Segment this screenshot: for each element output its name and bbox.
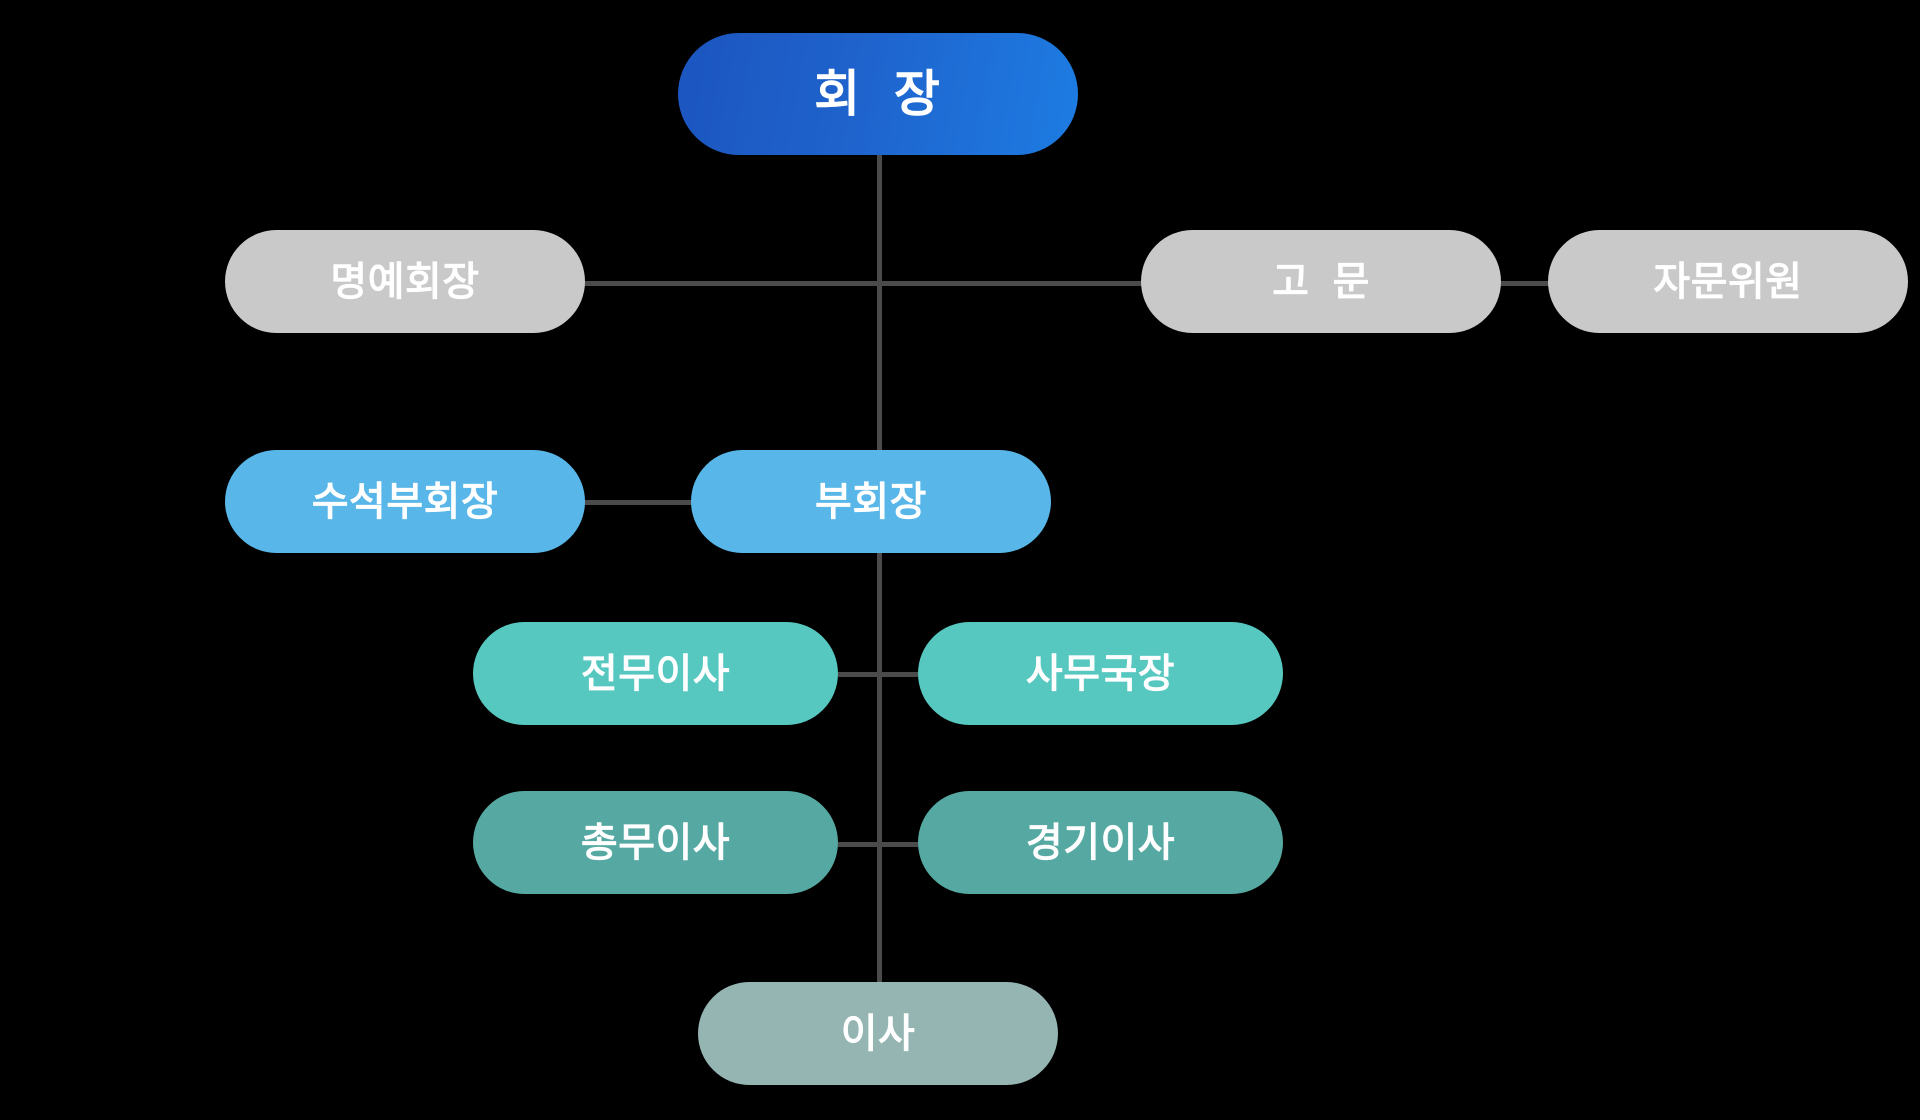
node-director[interactable]: 이사: [698, 982, 1058, 1085]
connector-level2-horizontal: [583, 281, 1143, 286]
connector-general-affairs-to-competition: [838, 842, 918, 847]
connector-chairman-to-vice-chairman: [877, 152, 882, 452]
node-vice-chairman[interactable]: 부회장: [691, 450, 1051, 553]
connector-advisor-to-advisory-committee: [1500, 281, 1550, 286]
connector-senior-vice-to-vice-chairman: [583, 500, 693, 505]
node-general-affairs-director[interactable]: 총무이사: [473, 791, 838, 894]
connector-vice-chairman-to-director: [877, 553, 882, 985]
node-advisory-committee[interactable]: 자문위원: [1548, 230, 1908, 333]
node-secretary-general[interactable]: 사무국장: [918, 622, 1283, 725]
node-executive-director[interactable]: 전무이사: [473, 622, 838, 725]
node-senior-vice-chairman[interactable]: 수석부회장: [225, 450, 585, 553]
connector-executive-to-secretary-general: [838, 672, 918, 677]
node-competition-director[interactable]: 경기이사: [918, 791, 1283, 894]
node-honorary-chairman[interactable]: 명예회장: [225, 230, 585, 333]
node-chairman[interactable]: 회 장: [678, 33, 1078, 155]
node-advisor[interactable]: 고 문: [1141, 230, 1501, 333]
